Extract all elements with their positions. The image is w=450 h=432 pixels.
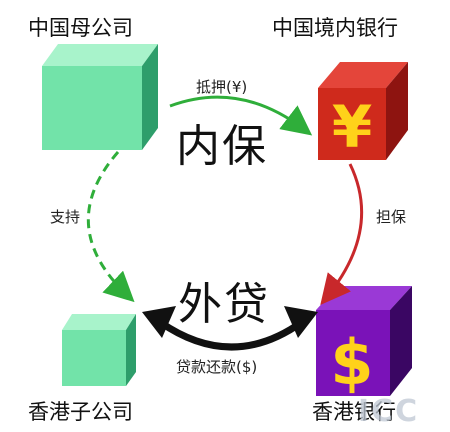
parent-company-box bbox=[42, 44, 158, 150]
support-arrow bbox=[86, 151, 135, 303]
hk-bank-box: $ bbox=[316, 286, 412, 399]
domestic-bank-label: 中国境内银行 bbox=[272, 16, 398, 40]
hk-subsidiary-box bbox=[62, 314, 136, 386]
guarantee-arrow bbox=[320, 163, 364, 305]
yuan-icon: ¥ bbox=[332, 93, 372, 161]
parent-company-label: 中国母公司 bbox=[28, 16, 133, 40]
loan-repay-label: 贷款还款($) bbox=[176, 358, 258, 376]
support-label: 支持 bbox=[50, 208, 81, 226]
hk-subsidiary-label: 香港子公司 bbox=[28, 400, 133, 424]
mortgage-arrow bbox=[169, 95, 313, 136]
domestic-bank-box: ¥ bbox=[318, 62, 408, 161]
watermark-logo: ICC bbox=[358, 394, 420, 429]
loan-repay-arrow bbox=[142, 306, 318, 351]
guarantee-label: 担保 bbox=[376, 208, 407, 226]
dollar-icon: $ bbox=[330, 326, 373, 399]
inner-guarantee-title: 内保 bbox=[176, 121, 268, 172]
mortgage-label: 抵押(¥) bbox=[196, 78, 248, 96]
hk-bank-label: 香港银行 bbox=[312, 400, 396, 424]
outer-loan-title: 外贷 bbox=[178, 279, 270, 330]
